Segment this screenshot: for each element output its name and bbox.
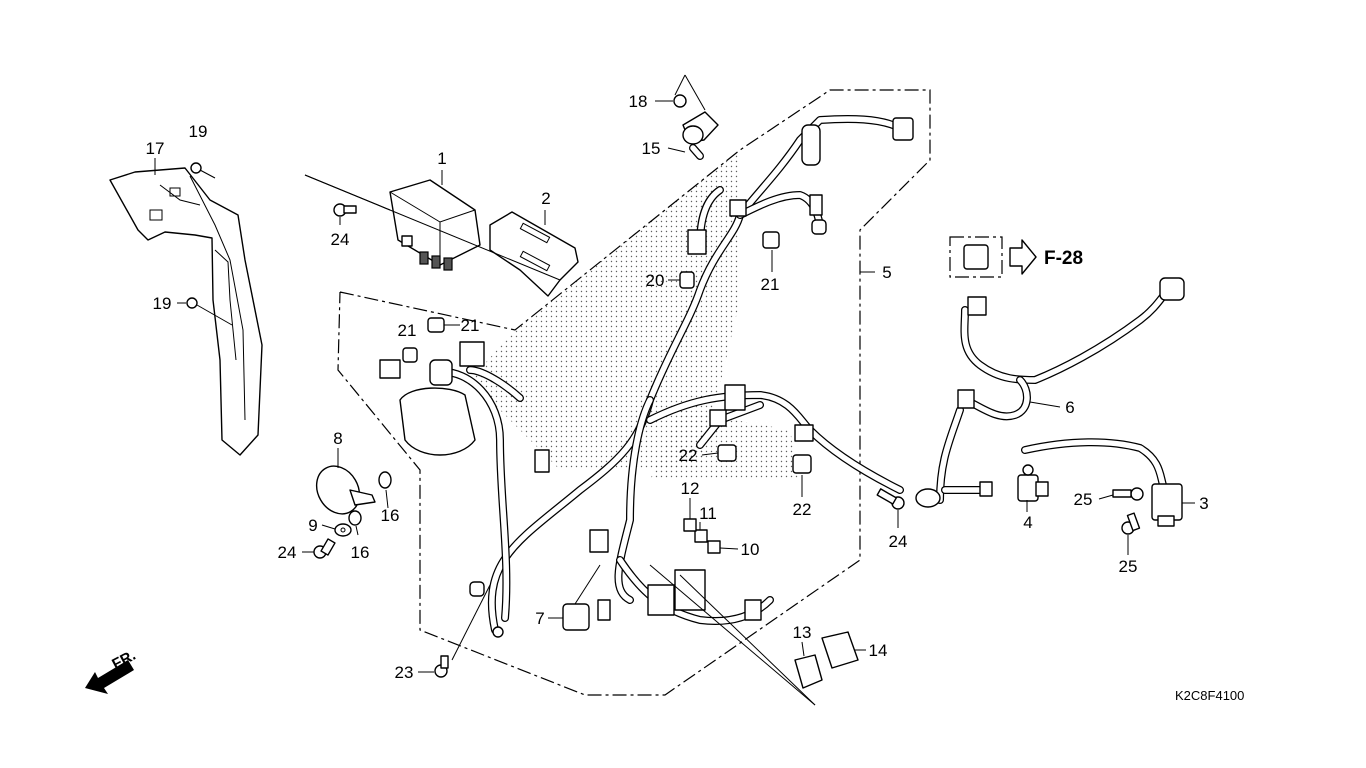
sensor-15 [682,111,719,160]
callout-12: 12 [681,479,700,498]
callout-24b: 24 [278,543,297,562]
harness-group-boundary [337,89,931,696]
callout-16a: 16 [381,506,400,525]
washer-9 [334,523,352,537]
clip-22-a [717,444,737,462]
callout-23: 23 [395,663,414,682]
ref-box-f28 [949,236,1037,278]
callout-25b: 25 [1119,557,1138,576]
clip-21-c [762,231,780,249]
bolt-24-horn [313,538,336,559]
ref-label-f28: F-28 [1044,248,1083,269]
bracket-17 [109,167,263,456]
callout-2: 2 [541,189,550,208]
callout-21c: 21 [761,275,780,294]
relay-14 [821,631,859,669]
callout-24a: 24 [331,230,350,249]
callout-19a: 19 [189,122,208,141]
callout-3: 3 [1199,494,1208,513]
sub-harness-6 [915,277,1185,508]
callout-24c: 24 [889,532,908,551]
washer-16-b [348,510,362,526]
relay-13 [794,654,823,689]
callout-7: 7 [535,609,544,628]
clip-21-a [427,317,445,333]
callout-5: 5 [882,263,891,282]
shade-area-upper [470,150,740,470]
ignition-coil-3 [1021,438,1183,527]
callout-9: 9 [308,516,317,535]
bolt-24-ecu [333,203,357,217]
nut-11 [694,529,708,543]
callout-4: 4 [1023,513,1032,532]
bolt-24-right [876,488,905,510]
callout-14: 14 [869,641,888,660]
callout-8: 8 [333,429,342,448]
callout-15: 15 [642,139,661,158]
clip-22-b [792,454,812,474]
bolt-25-b [1121,512,1141,535]
washer-16-a [378,471,392,489]
relay-7 [562,564,601,631]
callout-11: 11 [699,504,717,523]
callout-25a: 25 [1074,490,1093,509]
main-harness-5 [379,114,914,638]
callout-21a: 21 [461,316,480,335]
callout-22b: 22 [793,500,812,519]
front-arrow-icon [85,660,134,694]
callout-17: 17 [146,139,165,158]
callout-10: 10 [741,540,760,559]
sensor-4 [1017,464,1049,502]
ecu-plate-2 [489,211,579,297]
callout-13: 13 [793,623,812,642]
clip-21-b [402,347,418,363]
screw-19-lower [186,297,233,326]
diagram-code: K2C8F4100 [1175,688,1244,703]
bolt-25-a [1112,487,1144,501]
callout-22a: 22 [679,446,698,465]
ecu-unit-1 [389,179,481,271]
callout-16b: 16 [351,543,370,562]
nut-12 [683,518,697,532]
callout-1: 1 [437,149,446,168]
horn-8 [315,465,376,515]
bolt-23 [434,655,449,678]
nut-10 [707,540,721,554]
screw-19-upper [190,162,216,179]
screw-18 [673,94,687,108]
callout-18: 18 [629,92,648,111]
clip-20 [679,271,695,289]
callout-6: 6 [1065,398,1074,417]
callout-21b: 21 [398,321,417,340]
callout-20: 20 [646,271,665,290]
callout-19b: 19 [153,294,172,313]
leader-lines [154,100,1195,673]
